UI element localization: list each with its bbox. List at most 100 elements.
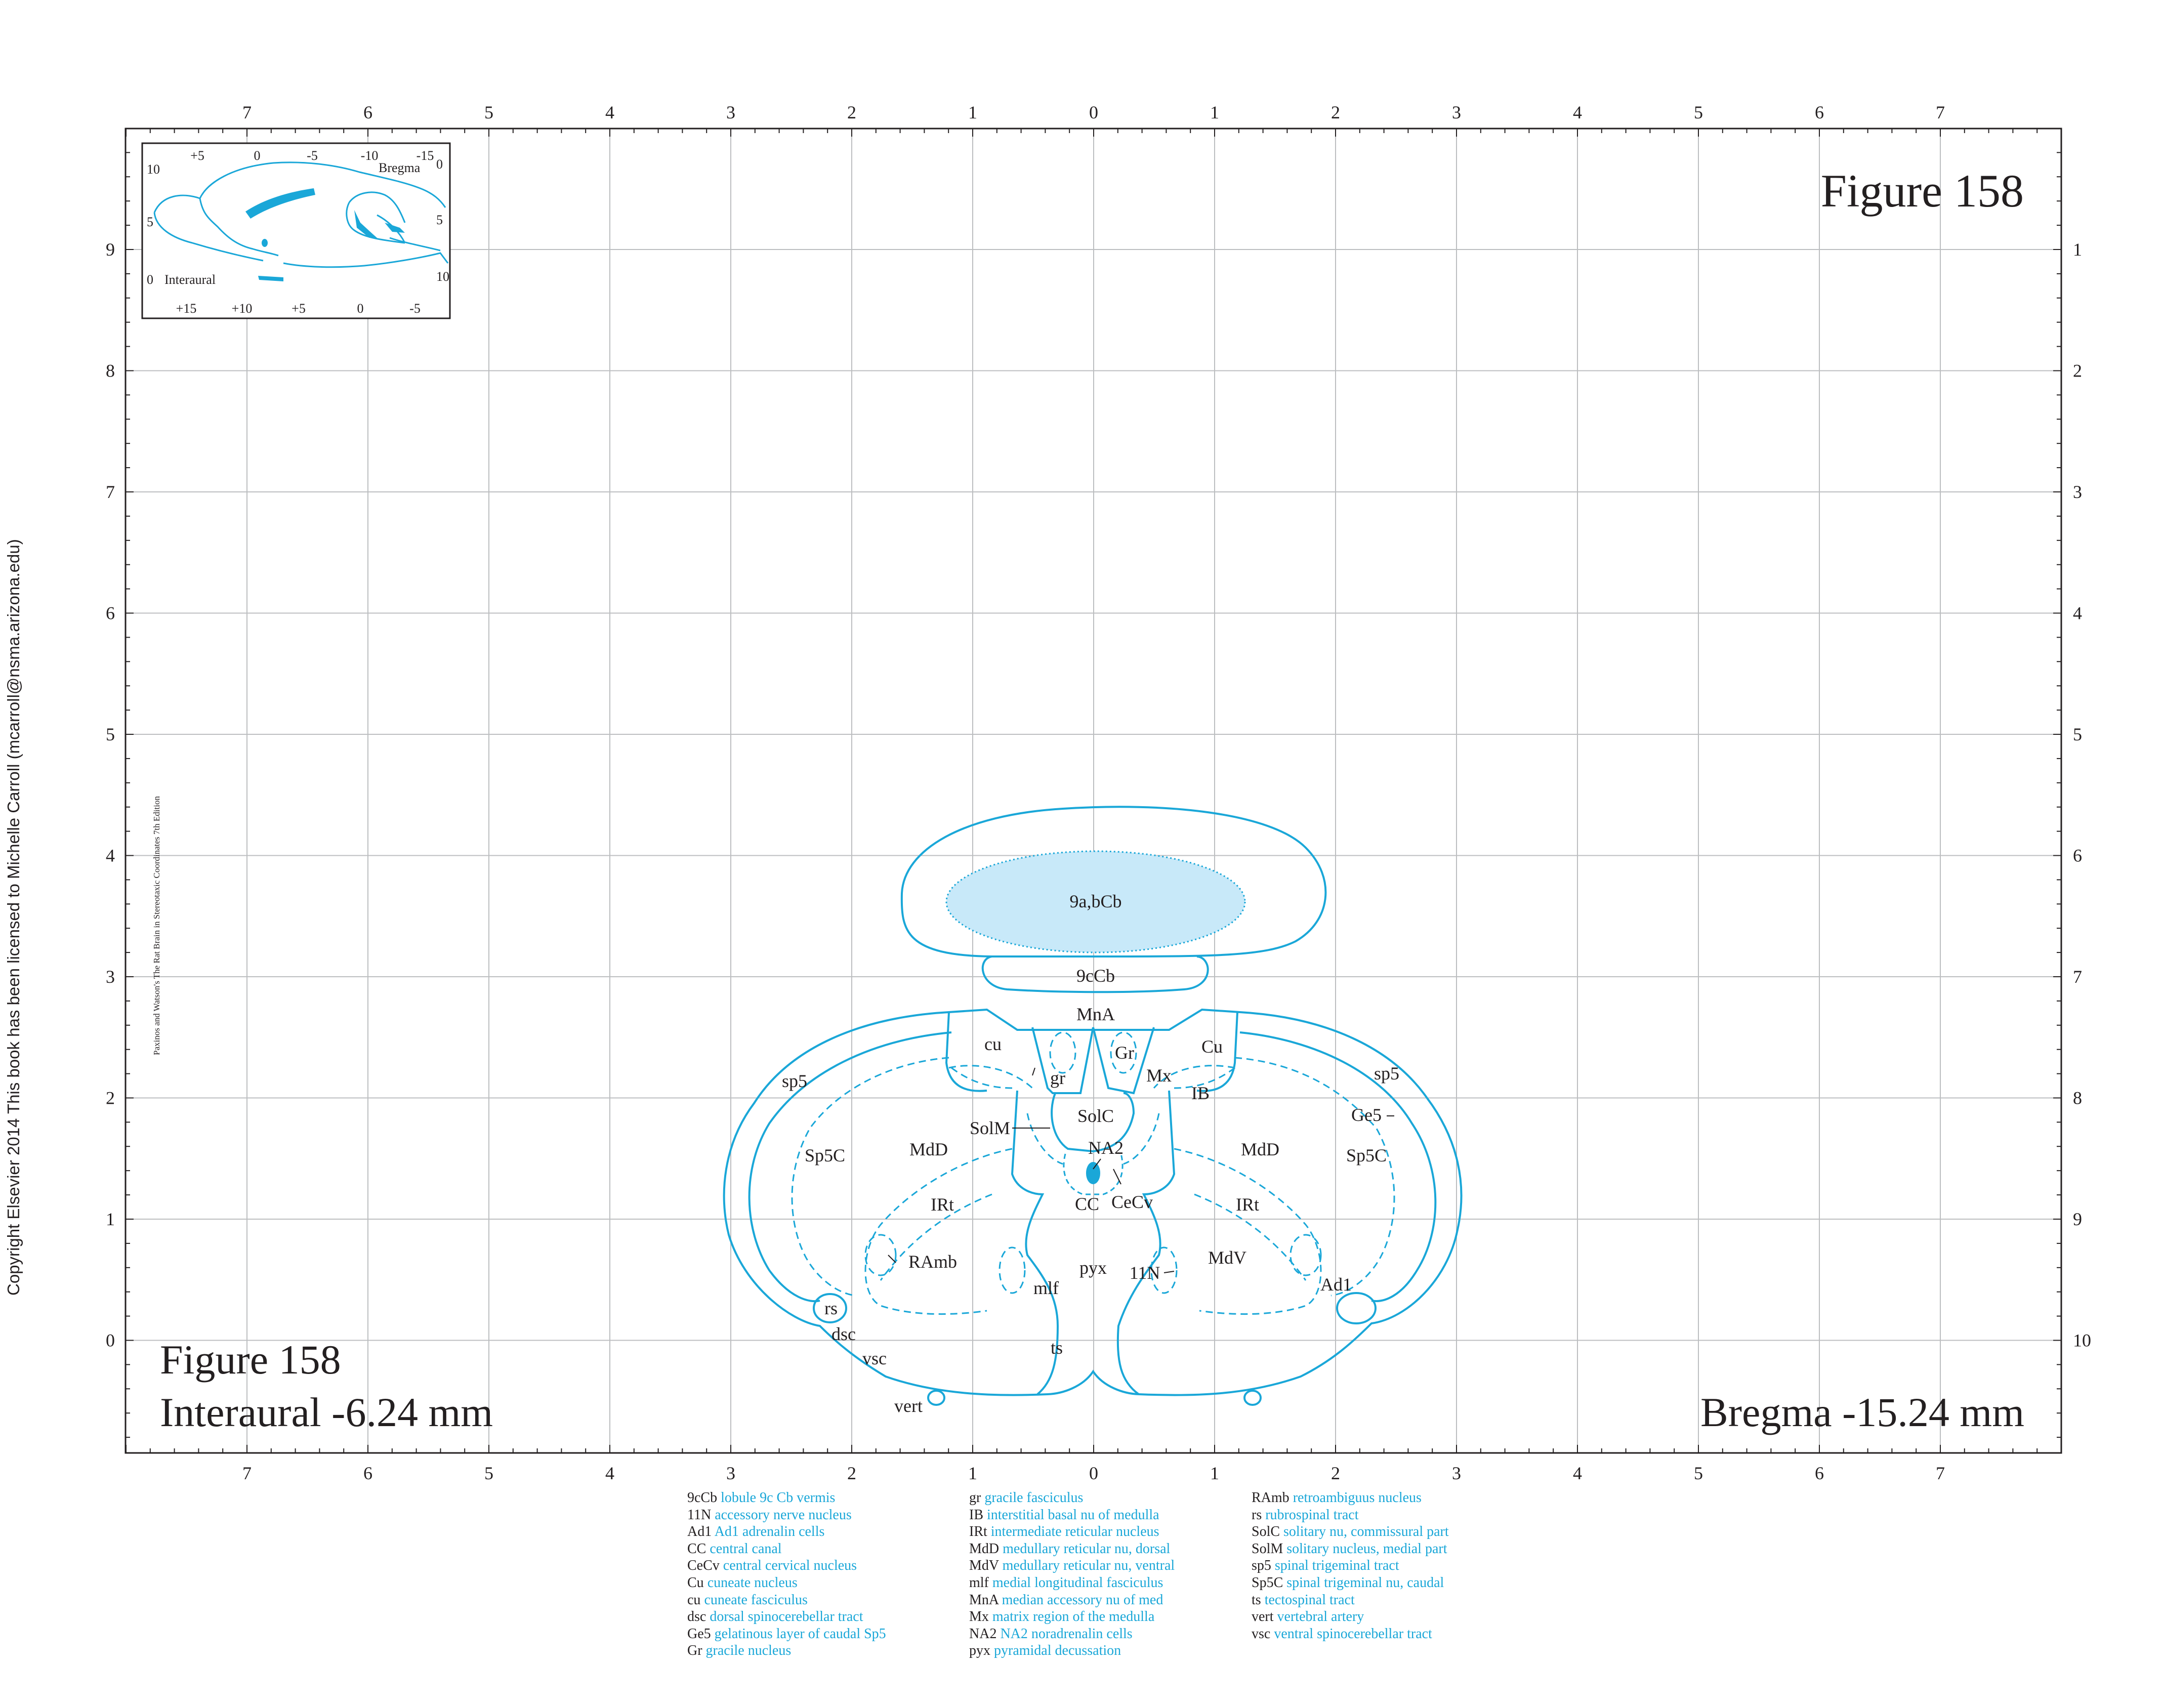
legend-abbreviation: CC [687,1540,710,1557]
label-irt-right: IRt [1236,1194,1259,1215]
legend-entry: Ad1 Ad1 adrenalin cells [687,1523,886,1540]
inset-tick-left: 5 [147,215,153,229]
axis-label-bottom: 1 [968,1463,977,1483]
legend-description: spinal trigeminal tract [1274,1558,1399,1574]
gracile-right [1092,1027,1155,1095]
label-gr-left: gr [1050,1068,1065,1088]
axis-label-top: 1 [968,102,977,122]
axis-label-bottom: 6 [1815,1463,1824,1483]
legend-entry: CeCv central cervical nucleus [687,1557,886,1574]
legend-abbreviation: vsc [1252,1626,1274,1642]
central-canal [1086,1162,1100,1184]
legend-description: gelatinous layer of caudal Sp5 [714,1626,886,1642]
inset-bregma-label: Bregma [379,160,421,175]
legend-abbreviation: vert [1252,1609,1277,1625]
inset-interaural-label: Interaural [164,272,216,287]
edition-note: Paxinos and Watson's The Rat Brain in St… [152,796,161,1055]
inset-cerebellum-mark [385,223,405,233]
label-ad1: Ad1 [1320,1274,1352,1295]
legend-entry: IRt intermediate reticular nucleus [969,1523,1175,1540]
axis-label-right: 1 [2073,239,2082,260]
legend-entry: CC central canal [687,1540,886,1558]
legend-entry: dsc dorsal spinocerebellar tract [687,1608,886,1626]
legend-description: dorsal spinocerebellar tract [710,1609,863,1625]
axis-label-right: 5 [2073,724,2082,744]
legend-abbreviation: NA2 [969,1626,1001,1642]
axis-label-top: 0 [1089,102,1098,122]
axis-label-left: 6 [106,603,115,623]
inset-tick-top: 0 [254,148,261,163]
legend-abbreviation: pyx [969,1643,994,1659]
legend-description: matrix region of the medulla [992,1609,1155,1625]
legend-description: tectospinal tract [1264,1592,1355,1608]
legend-description: solitary nucleus, medial part [1286,1540,1447,1557]
legend-abbreviation: Sp5C [1252,1574,1287,1591]
axis-label-left: 2 [106,1088,115,1108]
cu-ib-boundary-right [1153,1065,1235,1089]
central-gray [1063,1153,1124,1195]
legend-entry: SolM solitary nucleus, medial part [1252,1540,1449,1558]
sp5c-boundary-left [791,1057,949,1297]
inset-tick-top: -10 [361,148,379,163]
label-cc: CC [1075,1194,1099,1214]
legend-abbreviation: MdV [969,1558,1003,1574]
label-ge5: Ge5 [1351,1105,1382,1125]
leader-lines [888,1067,1394,1273]
legend-entry: Gr gracile nucleus [687,1642,886,1659]
axis-label-top: 5 [484,102,493,122]
inset-corpus-callosum [245,188,315,219]
legend-abbreviation: Gr [687,1643,706,1659]
inset-tick-bottom: +5 [292,301,306,316]
axis-label-right: 4 [2073,603,2082,623]
inset-aqueduct-mark [262,239,268,247]
axis-label-top: 7 [1936,102,1945,122]
label-11n: 11N [1130,1263,1160,1283]
vertebral-artery-right [1243,1390,1262,1406]
bregma-label: Bregma -15.24 mm [1700,1389,2024,1435]
label-ib: IB [1191,1083,1210,1103]
figure-title-top: Figure 158 [1821,165,2024,217]
axis-label-top: 6 [1815,102,1824,122]
label-na2: NA2 [1088,1138,1124,1158]
axis-label-bottom: 2 [847,1463,856,1483]
legend-entry: IB interstitial basal nu of medulla [969,1507,1175,1524]
ramb-right [1290,1234,1322,1276]
legend-abbreviation: IRt [969,1524,991,1540]
axis-label-right: 7 [2073,967,2082,987]
legend-description: vertebral artery [1277,1609,1364,1625]
axis-label-left: 3 [106,967,115,987]
label-gr-right: Gr [1115,1043,1134,1063]
dorsal-column-right [1196,1012,1238,1092]
interaural-label: Interaural -6.24 mm [160,1389,493,1435]
legend-description: retroambiguus nucleus [1293,1490,1422,1506]
irt-line-right [1194,1193,1307,1281]
axis-label-top: 4 [605,102,614,122]
label-rs: rs [824,1298,838,1318]
legend-abbreviation: Ge5 [687,1626,715,1642]
mdd-boundary-left [864,1067,1013,1315]
inset-tick-bottom: 0 [357,301,364,316]
gr-left-dashed [1049,1031,1076,1074]
legend-entry: 11N accessory nerve nucleus [687,1507,886,1524]
axis-label-right: 10 [2073,1330,2091,1351]
legend-description: medullary reticular nu, dorsal [1003,1540,1171,1557]
legend-entry: Mx matrix region of the medulla [969,1608,1175,1626]
legend-abbreviation: Ad1 [687,1524,715,1540]
inset-tick-right: 5 [436,213,443,227]
medulla-outline [723,1008,1463,1396]
axis-label-bottom: 4 [1573,1463,1582,1483]
inset-tick-top: +5 [190,148,204,163]
axis-label-top: 5 [1694,102,1703,122]
axis-label-bottom: 7 [242,1463,252,1483]
axis-label-top: 1 [1210,102,1219,122]
legend-entry: rs rubrospinal tract [1252,1507,1449,1524]
legend-description: gracile nucleus [705,1643,792,1659]
label-mlf: mlf [1033,1278,1059,1298]
legend-entry: NA2 NA2 noradrenalin cells [969,1626,1175,1643]
legend-entry: MdV medullary reticular nu, ventral [969,1557,1175,1574]
inset-tick-top: -15 [417,148,434,163]
legend-description: intermediate reticular nucleus [990,1524,1159,1540]
label-sp5-left: sp5 [782,1071,807,1091]
